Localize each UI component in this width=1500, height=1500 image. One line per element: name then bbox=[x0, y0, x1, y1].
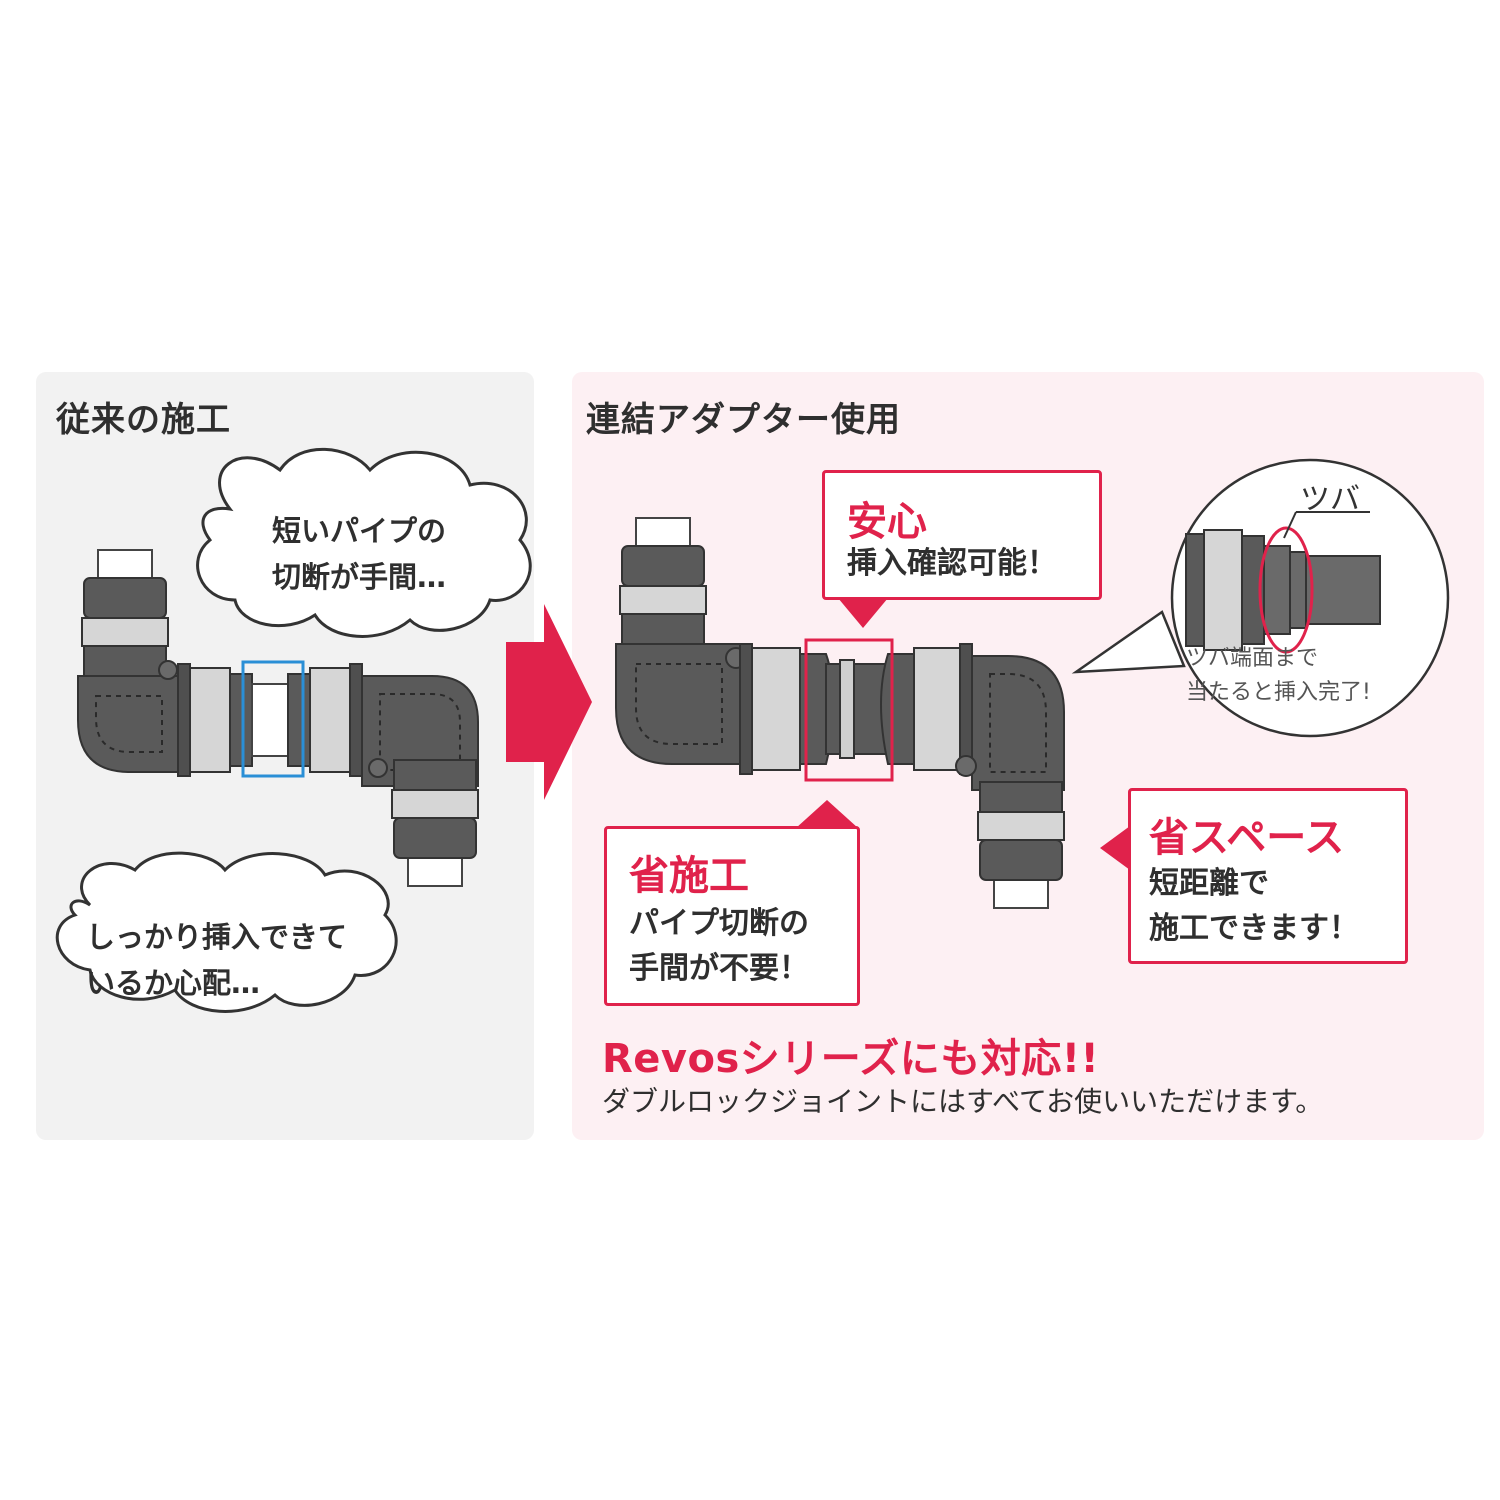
anshin-body: 挿入確認可能！ bbox=[847, 546, 1057, 581]
conventional-title: 従来の施工 bbox=[56, 400, 231, 440]
shospace-line2: 施工できます！ bbox=[1149, 911, 1359, 946]
shosekou-head: 省施工 bbox=[629, 853, 749, 899]
thought-bubble-top bbox=[196, 447, 532, 638]
bubble-top-line1: 短いパイプの bbox=[272, 514, 447, 548]
revos-body: ダブルロックジョイントにはすべてお使いいただけます。 bbox=[602, 1085, 1324, 1118]
tsuba-detail bbox=[1071, 458, 1450, 738]
shospace-pointer-icon bbox=[1100, 826, 1130, 870]
tsuba-note: ツバ端面まで 当たると挿入完了! bbox=[1186, 642, 1371, 710]
shospace-body: 短距離で 施工できます！ bbox=[1149, 861, 1359, 951]
adapter-title: 連結アダプター使用 bbox=[586, 400, 901, 440]
adapter-highlight bbox=[804, 638, 894, 782]
callout-anshin: 安心 挿入確認可能！ bbox=[822, 470, 1102, 600]
conventional-pipe-assembly bbox=[55, 447, 532, 1013]
thought-bubble-bottom bbox=[55, 851, 398, 1013]
revos-title: Revosシリーズにも対応!! bbox=[602, 1036, 1100, 1082]
shosekou-line1: パイプ切断の bbox=[629, 906, 809, 941]
tsuba-note-line1: ツバ端面まで bbox=[1186, 646, 1319, 671]
shospace-head: 省スペース bbox=[1149, 815, 1345, 861]
bubble-top-line2: 切断が手間… bbox=[272, 560, 447, 594]
bubble-top-text: 短いパイプの 切断が手間… bbox=[272, 508, 446, 600]
tsuba-label: ツバ bbox=[1300, 482, 1360, 517]
callout-shosekou: 省施工 パイプ切断の 手間が不要！ bbox=[604, 826, 860, 1006]
shospace-line1: 短距離で bbox=[1149, 866, 1269, 901]
shosekou-pointer-icon bbox=[796, 800, 858, 828]
adapter-pipe-assembly bbox=[615, 517, 1065, 909]
bubble-bottom-line1: しっかり挿入できて bbox=[86, 920, 348, 954]
anshin-head: 安心 bbox=[847, 499, 927, 545]
bubble-bottom-text: しっかり挿入できて いるか心配… bbox=[86, 914, 347, 1006]
callout-shospace: 省スペース 短距離で 施工できます！ bbox=[1128, 788, 1408, 964]
anshin-pointer-icon bbox=[838, 598, 888, 628]
pipe-gap-highlight bbox=[241, 660, 305, 778]
shosekou-line2: 手間が不要！ bbox=[629, 951, 809, 986]
arrow-right-icon bbox=[506, 604, 592, 800]
bubble-bottom-line2: いるか心配… bbox=[86, 966, 261, 1000]
tsuba-note-line2: 当たると挿入完了! bbox=[1186, 680, 1371, 705]
shosekou-body: パイプ切断の 手間が不要！ bbox=[629, 901, 809, 991]
